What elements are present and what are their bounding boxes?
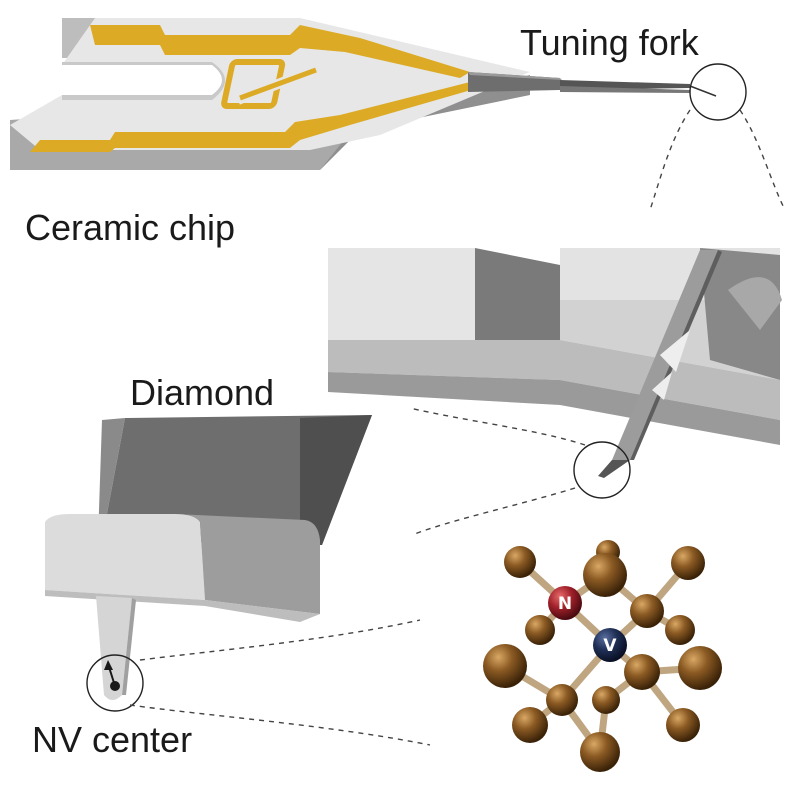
- ceramic-chip: [10, 18, 717, 170]
- fork-tine-lower: [560, 86, 690, 93]
- tine-groove-wall: [475, 248, 560, 340]
- carbon-atom: [483, 644, 527, 688]
- carbon-atom: [504, 546, 536, 578]
- carbon-atom: [630, 594, 664, 628]
- probe-tip: [598, 460, 630, 478]
- zoom-line-left-1: [649, 109, 691, 211]
- lattice-atoms: [483, 540, 722, 772]
- label-tuning-fork: Tuning fork: [520, 22, 700, 63]
- chip-logo: [221, 59, 320, 109]
- carbon-atom: [671, 546, 705, 580]
- carbon-atom: [624, 654, 660, 690]
- tine-bottom-edge: [328, 372, 780, 445]
- diamond-pillar-edge: [122, 598, 136, 695]
- diamond-pillar: [96, 596, 132, 700]
- diamond-left-edge: [98, 418, 125, 540]
- carbon-atom: [666, 708, 700, 742]
- probe-window-2: [652, 372, 672, 400]
- tine-closeup: [328, 248, 782, 478]
- zoom-line-right-1: [739, 109, 786, 211]
- zoom-line-left-2: [409, 407, 586, 446]
- zoom-circle-nv: [86, 654, 144, 712]
- diamond-probe: [45, 415, 372, 700]
- zoom-line-lower-3: [129, 704, 431, 746]
- zoom-line-lower-2: [411, 487, 576, 536]
- nitrogen-atom: [548, 586, 582, 620]
- vacancy-site-label: V: [603, 636, 617, 656]
- carbon-atom: [546, 684, 578, 716]
- carbon-atom: [580, 732, 620, 772]
- label-diamond: Diamond: [130, 372, 274, 413]
- carbon-atom: [512, 707, 548, 743]
- carbon-atom: [583, 553, 627, 597]
- tine-left-block: [328, 248, 475, 340]
- fork-stub-top: [468, 72, 562, 80]
- chip-slot-edge: [62, 62, 225, 100]
- label-nv-center: NV center: [32, 719, 192, 760]
- label-ceramic-chip: Ceramic chip: [25, 207, 235, 248]
- carbon-atom: [665, 615, 695, 645]
- zoom-circle-probe-tip: [573, 441, 631, 499]
- carbon-atom: [592, 686, 620, 714]
- zoom-circle-fork-tip: [689, 63, 747, 121]
- diamond-right-face: [300, 415, 372, 545]
- carbon-atom: [678, 646, 722, 690]
- fork-tip-needle: [689, 85, 717, 97]
- nitrogen-atom-label: N: [558, 594, 572, 614]
- gold-trace-upper: [90, 25, 470, 78]
- nv-spin-arrowhead: [104, 660, 113, 670]
- diamond-slab-front: [45, 514, 205, 600]
- zoom-line-upper-3: [139, 619, 421, 661]
- nv-lattice: N V: [483, 540, 722, 772]
- chip-right-side: [320, 75, 530, 170]
- carbon-atom: [525, 615, 555, 645]
- nv-spin-arrow: [108, 666, 116, 687]
- vacancy-site: [593, 628, 627, 662]
- diamond-slab-side: [175, 514, 320, 614]
- probe-window-1: [660, 330, 690, 372]
- gold-trace-lower: [30, 82, 478, 152]
- probe-glue-blob: [728, 277, 782, 330]
